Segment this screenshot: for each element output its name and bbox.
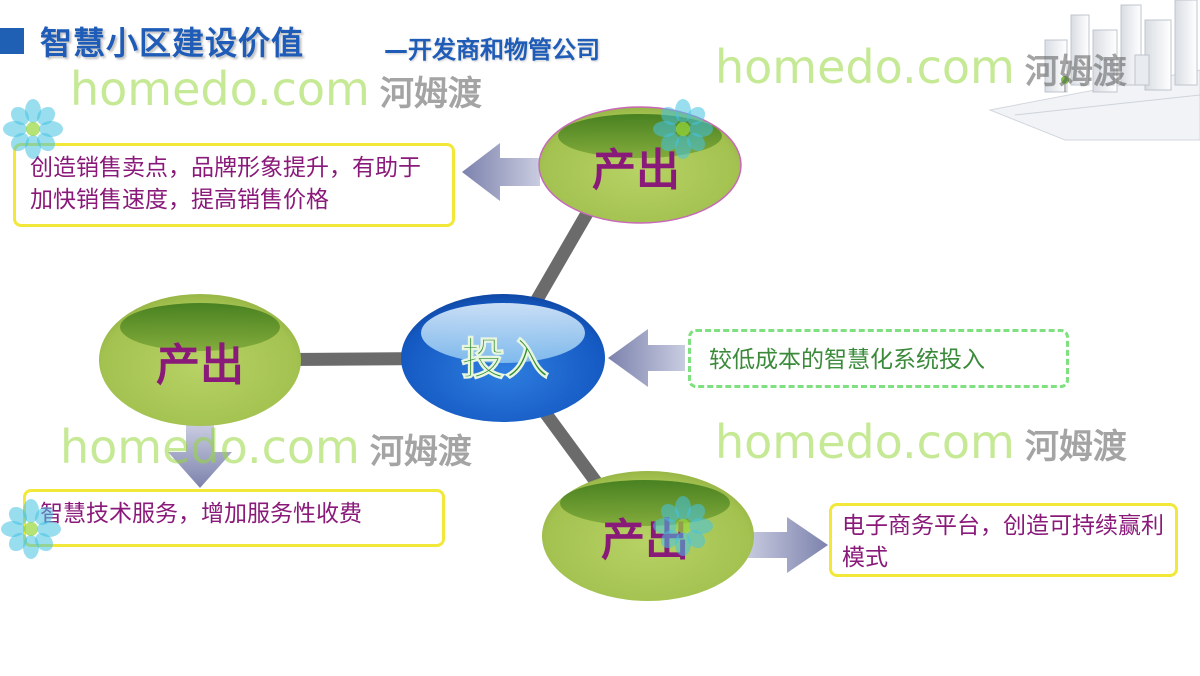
arrow-left-top [462, 143, 540, 201]
output-node-bottom: 产出 [542, 471, 754, 601]
output-label-top: 产出 [592, 145, 680, 196]
watermark-flower-icon-4 [653, 496, 713, 556]
center-input-node: 投入 [401, 294, 605, 422]
output-node-left: 产出 [99, 294, 301, 426]
page-subtitle: —开发商和物管公司 [384, 36, 600, 64]
watermark-flower-icon-3 [1, 499, 61, 559]
page-title: 智慧小区建设价值 [40, 24, 305, 62]
output-text-top: 创造销售卖点，品牌形象提升，有助于加快销售速度，提高销售价格 [30, 155, 421, 213]
arrow-right-bottom [745, 517, 828, 573]
watermark-flower-icon-1 [3, 99, 63, 159]
input-text: 较低成本的智慧化系统投入 [709, 347, 985, 373]
input-box: 较低成本的智慧化系统投入 [688, 329, 1069, 388]
output-box-left: 智慧技术服务，增加服务性收费 [23, 489, 445, 547]
center-label: 投入 [461, 334, 549, 385]
title-marker [0, 28, 24, 54]
output-box-top: 创造销售卖点，品牌形象提升，有助于加快销售速度，提高销售价格 [13, 143, 455, 227]
arrow-down-left [168, 425, 232, 488]
output-label-left: 产出 [156, 340, 244, 391]
title-bar: 智慧小区建设价值 —开发商和物管公司 [0, 10, 760, 64]
city-buildings-illustration [988, 0, 1200, 141]
watermark-flower-icon-2 [653, 99, 713, 159]
arrow-left-input [608, 329, 685, 387]
output-text-bottom: 电子商务平台，创造可持续赢利模式 [842, 513, 1164, 571]
output-text-left: 智慧技术服务，增加服务性收费 [40, 501, 362, 527]
output-box-bottom: 电子商务平台，创造可持续赢利模式 [829, 503, 1178, 577]
